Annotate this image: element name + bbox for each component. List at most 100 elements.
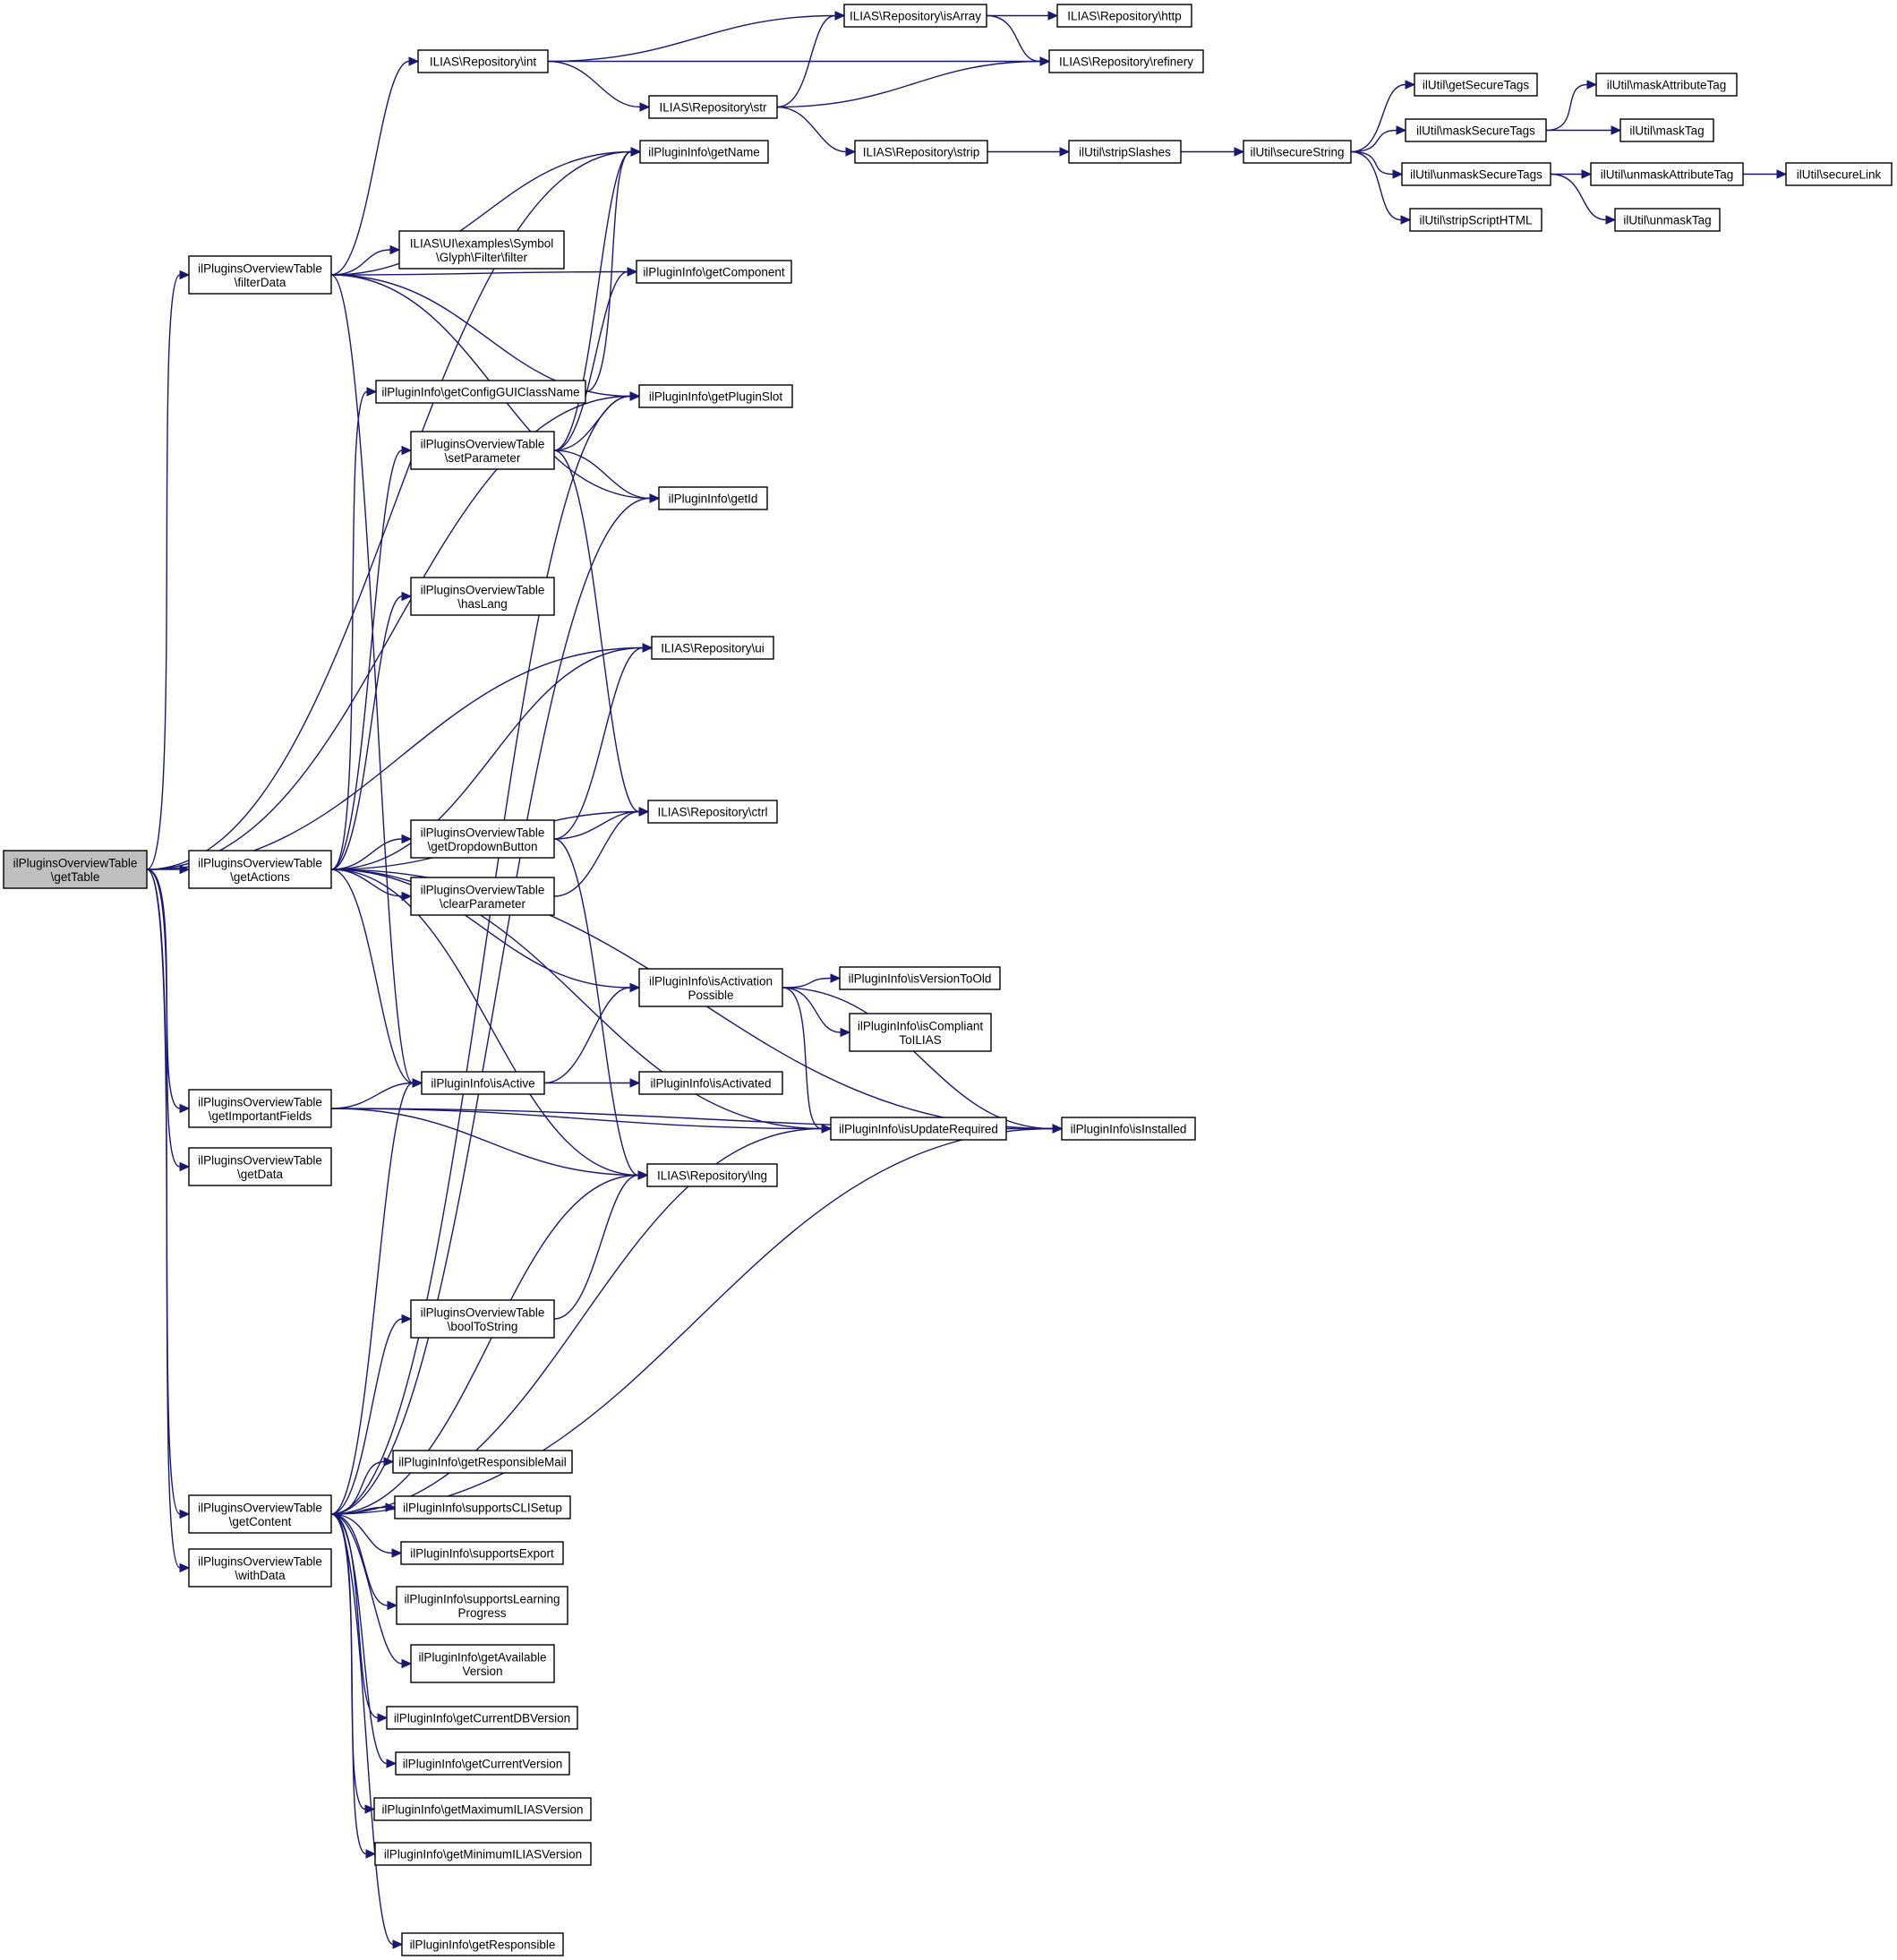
node-repoIsArray[interactable]: ILIAS\Repository\isArray bbox=[843, 4, 987, 28]
node-boolToString[interactable]: ilPluginsOverviewTable\boolToString bbox=[410, 1299, 555, 1339]
node-unmaskTag[interactable]: ilUtil\unmaskTag bbox=[1614, 208, 1721, 232]
node-label-unmaskTag-0: ilUtil\unmaskTag bbox=[1623, 214, 1711, 227]
node-box-isActivated bbox=[638, 1071, 783, 1095]
node-label-getMinimumILIASVersion-0: ilPluginInfo\getMinimumILIASVersion bbox=[384, 1848, 582, 1862]
node-supportsExport[interactable]: ilPluginInfo\supportsExport bbox=[400, 1541, 564, 1565]
node-getActions[interactable]: ilPluginsOverviewTable\getActions bbox=[188, 850, 332, 889]
node-isVersionToOld[interactable]: ilPluginInfo\isVersionToOld bbox=[839, 966, 1001, 990]
arrowhead-secureString-to-unmaskSecureTags bbox=[1392, 169, 1404, 179]
node-box-getContent bbox=[188, 1494, 332, 1534]
node-maskSecureTags[interactable]: ilUtil\maskSecureTags bbox=[1405, 118, 1547, 142]
arrowhead-getTable-to-getContent bbox=[179, 1509, 191, 1519]
arrowhead-getActions-to-hasLang bbox=[401, 591, 413, 602]
edge-setParameter-to-getId bbox=[553, 449, 651, 500]
node-symbolFilter[interactable]: ILIAS\UI\examples\Symbol\Glyph\Filter\fi… bbox=[398, 230, 565, 270]
edge-setParameter-to-getName bbox=[553, 150, 632, 451]
node-getTable[interactable]: ilPluginsOverviewTable\getTable bbox=[3, 850, 148, 889]
node-label-getTable-1: \getTable bbox=[51, 870, 100, 884]
edge-getContent-to-supportsExport bbox=[330, 1513, 393, 1554]
arrowhead-clearParameter-to-repoCtrl bbox=[638, 807, 650, 817]
node-box-repoCtrl bbox=[647, 800, 778, 824]
node-label-getId-0: ilPluginInfo\getId bbox=[669, 492, 758, 506]
node-unmaskSecureTags[interactable]: ilUtil\unmaskSecureTags bbox=[1401, 162, 1551, 186]
edge-getActions-to-isActivationPossible bbox=[330, 869, 631, 989]
arrowhead-getDropdownButton-to-repoUi bbox=[642, 643, 654, 653]
node-box-secureString bbox=[1243, 140, 1352, 164]
node-repoHttp[interactable]: ILIAS\Repository\http bbox=[1056, 4, 1192, 28]
edge-getContent-to-getCurrentDBVersion bbox=[330, 1513, 379, 1719]
node-box-repoUi bbox=[651, 636, 774, 660]
node-supportsCLISetup[interactable]: ilPluginInfo\supportsCLISetup bbox=[394, 1495, 571, 1519]
node-box-isCompliantToILIAS bbox=[849, 1013, 992, 1052]
node-getSecureTags[interactable]: ilUtil\getSecureTags bbox=[1414, 73, 1538, 97]
node-setParameter[interactable]: ilPluginsOverviewTable\setParameter bbox=[410, 431, 555, 470]
edge-filterData-to-isActive bbox=[330, 274, 414, 1084]
node-repoCtrl[interactable]: ILIAS\Repository\ctrl bbox=[647, 800, 778, 824]
node-secureLink[interactable]: ilUtil\secureLink bbox=[1785, 162, 1893, 186]
node-box-getTable bbox=[3, 850, 148, 889]
node-stripScriptHTML[interactable]: ilUtil\stripScriptHTML bbox=[1409, 208, 1542, 232]
node-getConfigGUIClassName[interactable]: ilPluginInfo\getConfigGUIClassName bbox=[375, 380, 586, 404]
node-getId[interactable]: ilPluginInfo\getId bbox=[658, 486, 768, 510]
node-isUpdateRequired[interactable]: ilPluginInfo\isUpdateRequired bbox=[830, 1117, 1007, 1141]
node-filterData[interactable]: ilPluginsOverviewTable\filterData bbox=[188, 255, 332, 295]
node-getMinimumILIASVersion[interactable]: ilPluginInfo\getMinimumILIASVersion bbox=[374, 1842, 592, 1866]
node-getPluginSlot[interactable]: ilPluginInfo\getPluginSlot bbox=[638, 384, 793, 408]
node-getMaximumILIASVersion[interactable]: ilPluginInfo\getMaximumILIASVersion bbox=[373, 1797, 592, 1821]
node-getName[interactable]: ilPluginInfo\getName bbox=[639, 140, 769, 164]
node-withData[interactable]: ilPluginsOverviewTable\withData bbox=[188, 1548, 332, 1588]
edge-repoInt-to-repoIsArray bbox=[547, 14, 836, 63]
node-box-stripSlashes bbox=[1068, 140, 1182, 164]
node-hasLang[interactable]: ilPluginsOverviewTable\hasLang bbox=[410, 577, 555, 616]
arrowhead-repoStr-to-repoStrip bbox=[845, 147, 857, 157]
node-getImportantFields[interactable]: ilPluginsOverviewTable\getImportantField… bbox=[188, 1089, 332, 1128]
node-label-getComponent-0: ilPluginInfo\getComponent bbox=[643, 266, 785, 279]
edge-repoStr-to-repoRefinery bbox=[776, 60, 1041, 108]
node-label-isActive-0: ilPluginInfo\isActive bbox=[431, 1077, 534, 1091]
node-box-getComponent bbox=[636, 260, 792, 284]
node-repoStr[interactable]: ILIAS\Repository\str bbox=[648, 95, 778, 119]
node-getResponsible[interactable]: ilPluginInfo\getResponsible bbox=[401, 1932, 564, 1956]
arrowhead-getContent-to-getResponsible bbox=[392, 1939, 404, 1949]
node-getComponent[interactable]: ilPluginInfo\getComponent bbox=[636, 260, 792, 284]
edge-getActions-to-getConfigGUIClassName bbox=[330, 390, 368, 870]
node-label-repoRefinery-0: ILIAS\Repository\refinery bbox=[1059, 56, 1193, 69]
node-box-unmaskAttributeTag bbox=[1590, 162, 1744, 186]
node-repoUi[interactable]: ILIAS\Repository\ui bbox=[651, 636, 774, 660]
arrowhead-getContent-to-getId bbox=[649, 493, 661, 503]
node-getData[interactable]: ilPluginsOverviewTable\getData bbox=[188, 1147, 332, 1186]
node-isInstalled[interactable]: ilPluginInfo\isInstalled bbox=[1061, 1117, 1196, 1141]
node-repoInt[interactable]: ILIAS\Repository\int bbox=[417, 49, 549, 73]
node-isActive[interactable]: ilPluginInfo\isActive bbox=[421, 1071, 545, 1095]
edge-getActions-to-getDropdownButton bbox=[330, 838, 403, 870]
node-maskTag[interactable]: ilUtil\maskTag bbox=[1619, 118, 1714, 142]
node-getResponsibleMail[interactable]: ilPluginInfo\getResponsibleMail bbox=[392, 1450, 573, 1474]
arrowhead-getActions-to-getDropdownButton bbox=[401, 834, 413, 844]
edge-getActions-to-clearParameter bbox=[330, 869, 403, 897]
node-getCurrentVersion[interactable]: ilPluginInfo\getCurrentVersion bbox=[395, 1751, 570, 1776]
node-repoRefinery[interactable]: ILIAS\Repository\refinery bbox=[1048, 49, 1204, 73]
node-box-hasLang bbox=[410, 577, 555, 616]
node-repoLng[interactable]: ILIAS\Repository\lng bbox=[646, 1163, 778, 1187]
node-box-getResponsibleMail bbox=[392, 1450, 573, 1474]
node-getCurrentDBVersion[interactable]: ilPluginInfo\getCurrentDBVersion bbox=[386, 1706, 578, 1730]
node-secureString[interactable]: ilUtil\secureString bbox=[1243, 140, 1352, 164]
node-isActivated[interactable]: ilPluginInfo\isActivated bbox=[638, 1071, 783, 1095]
node-clearParameter[interactable]: ilPluginsOverviewTable\clearParameter bbox=[410, 877, 555, 916]
node-stripSlashes[interactable]: ilUtil\stripSlashes bbox=[1068, 140, 1182, 164]
edge-getTable-to-repoUi bbox=[146, 646, 644, 870]
edge-getContent-to-getCurrentVersion bbox=[330, 1513, 388, 1765]
node-box-repoStr bbox=[648, 95, 778, 119]
node-getContent[interactable]: ilPluginsOverviewTable\getContent bbox=[188, 1494, 332, 1534]
node-repoStrip[interactable]: ILIAS\Repository\strip bbox=[854, 140, 988, 164]
node-getDropdownButton[interactable]: ilPluginsOverviewTable\getDropdownButton bbox=[410, 819, 555, 859]
node-unmaskAttributeTag[interactable]: ilUtil\unmaskAttributeTag bbox=[1590, 162, 1744, 186]
arrowhead-repoInt-to-repoStr bbox=[639, 102, 651, 112]
node-box-isUpdateRequired bbox=[830, 1117, 1007, 1141]
node-label-boolToString-0: ilPluginsOverviewTable bbox=[421, 1305, 545, 1319]
node-maskAttributeTag[interactable]: ilUtil\maskAttributeTag bbox=[1595, 73, 1738, 97]
